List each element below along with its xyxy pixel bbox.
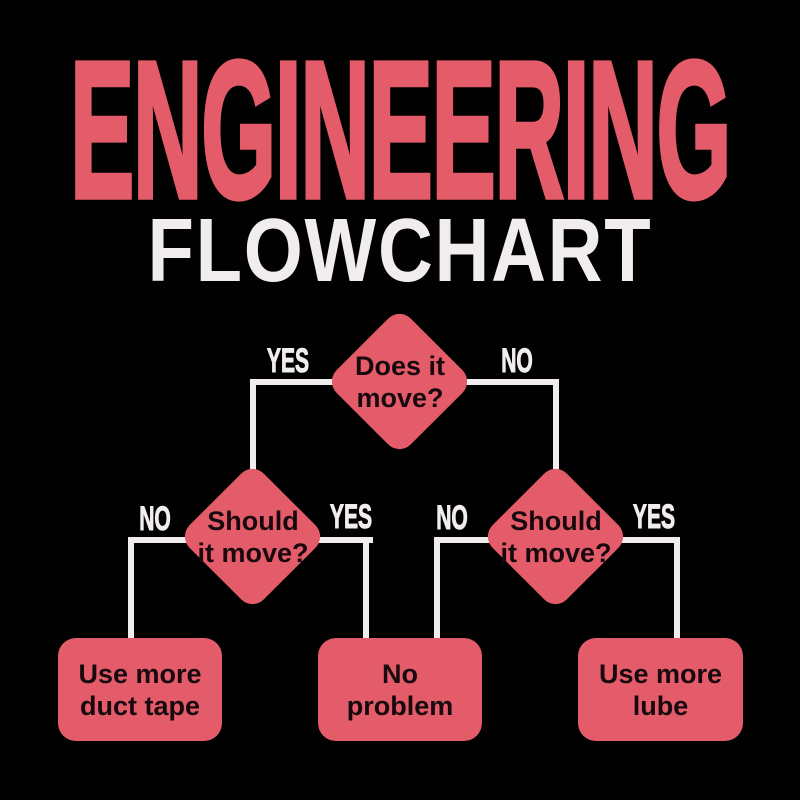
connector-right-no-drop [434, 537, 440, 647]
decision-text-right: Should it move? [456, 505, 656, 569]
subtitle-row: FLOWCHART [0, 206, 800, 296]
connector-root-yes-drop [250, 379, 256, 509]
decision-root-line2: move? [356, 383, 444, 413]
outcome-lube-line2: lube [632, 690, 689, 721]
decision-root-line1: Does it [354, 351, 446, 381]
branch-label-text: No [501, 342, 533, 380]
outcome-box-lube: Use more lube [578, 638, 743, 741]
branch-label-text: No [139, 500, 171, 538]
branch-label-left-no: No [130, 500, 181, 538]
branch-label-root-yes: Yes [254, 342, 322, 380]
title-row: ENGINEERING [0, 29, 800, 229]
connector-left-no-drop [128, 537, 134, 647]
page-subtitle: FLOWCHART [147, 201, 653, 301]
branch-label-right-yes: Yes [620, 498, 688, 536]
connector-left-yes-drop [363, 537, 369, 647]
decision-left-line2: it move? [197, 538, 309, 568]
connector-root-no-drop [553, 379, 559, 509]
outcome-text: Use more duct tape [78, 658, 201, 722]
branch-label-text: Yes [329, 498, 373, 536]
decision-text-left: Should it move? [153, 505, 353, 569]
outcome-text: No problem [347, 658, 454, 722]
branch-label-text: Yes [632, 498, 676, 536]
branch-label-text: No [436, 499, 468, 537]
decision-right-line1: Should [510, 506, 602, 536]
outcome-duct-tape-line1: Use more [78, 658, 202, 689]
decision-text-root: Does it move? [300, 350, 500, 414]
outcome-no-problem-line2: problem [346, 690, 454, 721]
branch-label-text: Yes [266, 342, 310, 380]
decision-left-line1: Should [207, 506, 299, 536]
outcome-box-duct-tape: Use more duct tape [58, 638, 222, 741]
branch-label-left-yes: Yes [317, 498, 385, 536]
outcome-text: Use more lube [599, 658, 722, 722]
outcome-no-problem-line1: No [381, 658, 418, 689]
outcome-lube-line1: Use more [598, 658, 723, 689]
page-title: ENGINEERING [69, 20, 733, 239]
outcome-box-no-problem: No problem [318, 638, 482, 741]
branch-label-root-no: No [492, 342, 543, 380]
connector-right-yes-drop [674, 537, 680, 647]
branch-label-right-no: No [427, 499, 478, 537]
outcome-duct-tape-line2: duct tape [79, 690, 200, 721]
decision-right-line2: it move? [500, 538, 612, 568]
